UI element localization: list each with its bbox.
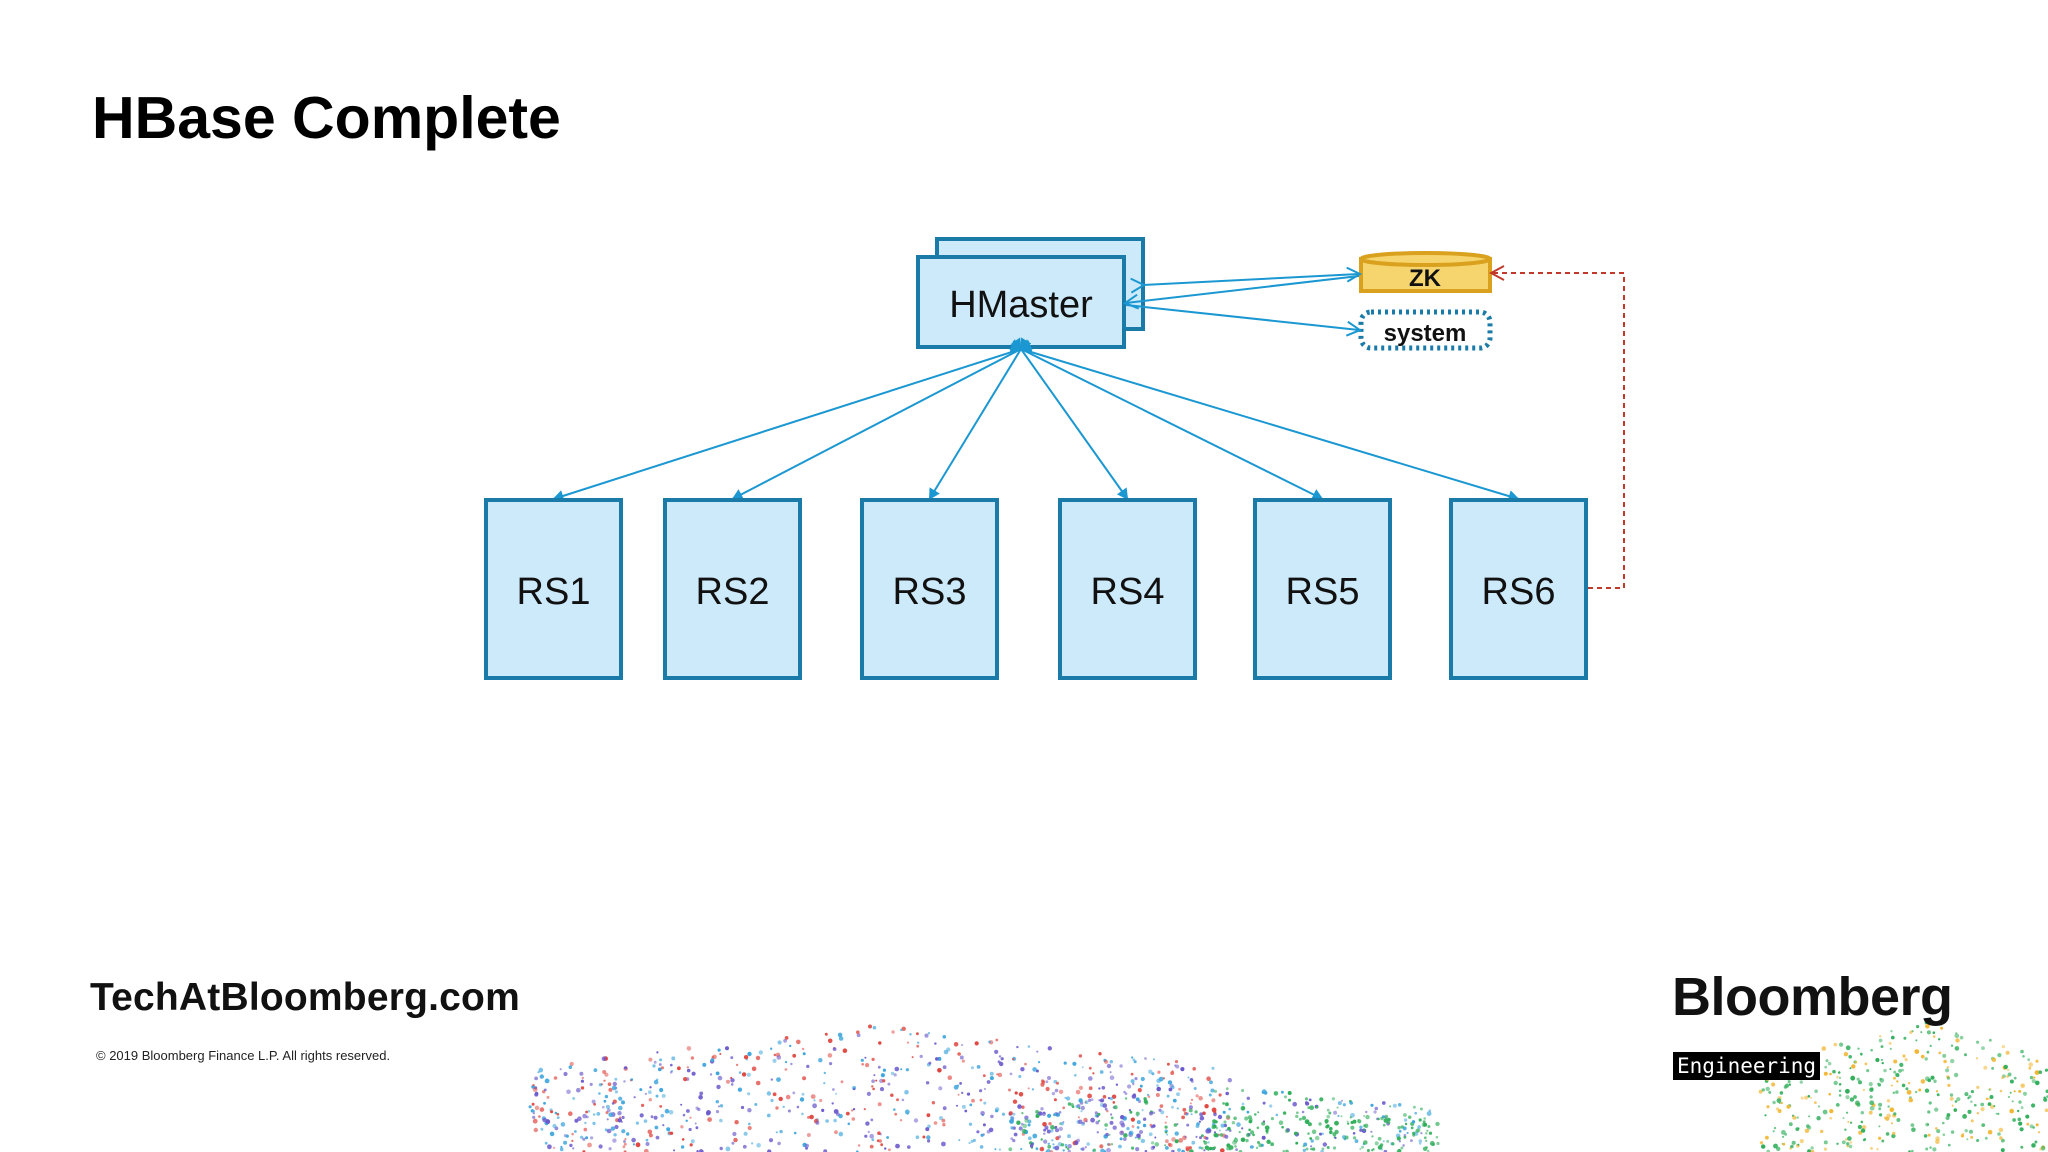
bloomberg-logo: Bloomberg (1672, 967, 1953, 1027)
region-server-box-rs6 (1449, 498, 1588, 680)
master-rs6-arrow (1009, 340, 1520, 502)
hmaster-box (916, 255, 1126, 349)
region-server-box-rs2 (663, 498, 802, 680)
master-rs1-arrow (552, 340, 1033, 502)
master-rs2-arrow (731, 339, 1033, 500)
region-server-box-rs1 (484, 498, 623, 680)
footer-site-link[interactable]: TechAtBloomberg.com (90, 976, 520, 1019)
zk-label: ZK (1409, 265, 1442, 292)
region-server-box-rs5 (1253, 498, 1392, 680)
system-label: system (1384, 320, 1467, 347)
region-server-label-rs2: RS2 (696, 571, 770, 613)
copyright-text: © 2019 Bloomberg Finance L.P. All rights… (96, 1048, 391, 1063)
region-server-label-rs1: RS1 (517, 571, 591, 613)
region-server-label-rs4: RS4 (1091, 571, 1165, 613)
decorative-particles (528, 1021, 2048, 1152)
region-servers: RS1 RS2 RS3 RS4 RS5 RS6 (484, 337, 1588, 680)
master-zk-link (1143, 274, 1359, 285)
master-rs4-arrow (1010, 337, 1129, 500)
zk-top (1359, 251, 1492, 267)
hmaster-node: HMaster (916, 237, 1145, 349)
region-server-box-rs4 (1058, 498, 1197, 680)
rs6-zk-dashed-link (1492, 273, 1625, 589)
master-system-link (1125, 304, 1359, 330)
region-server-label-rs3: RS3 (893, 571, 967, 613)
master-rs5-arrow (1009, 339, 1324, 500)
zk-node: ZK (1359, 251, 1492, 293)
region-server-label-rs6: RS6 (1482, 571, 1556, 613)
hmaster-label: HMaster (949, 284, 1093, 326)
master-rs3-arrow (928, 337, 1032, 500)
slide-title: HBase Complete (92, 85, 561, 151)
zk-master-link (1126, 275, 1360, 303)
region-server-label-rs5: RS5 (1286, 571, 1360, 613)
system-node: system (1358, 309, 1493, 351)
engineering-badge: Engineering (1673, 1052, 1821, 1080)
region-server-box-rs3 (860, 498, 999, 680)
